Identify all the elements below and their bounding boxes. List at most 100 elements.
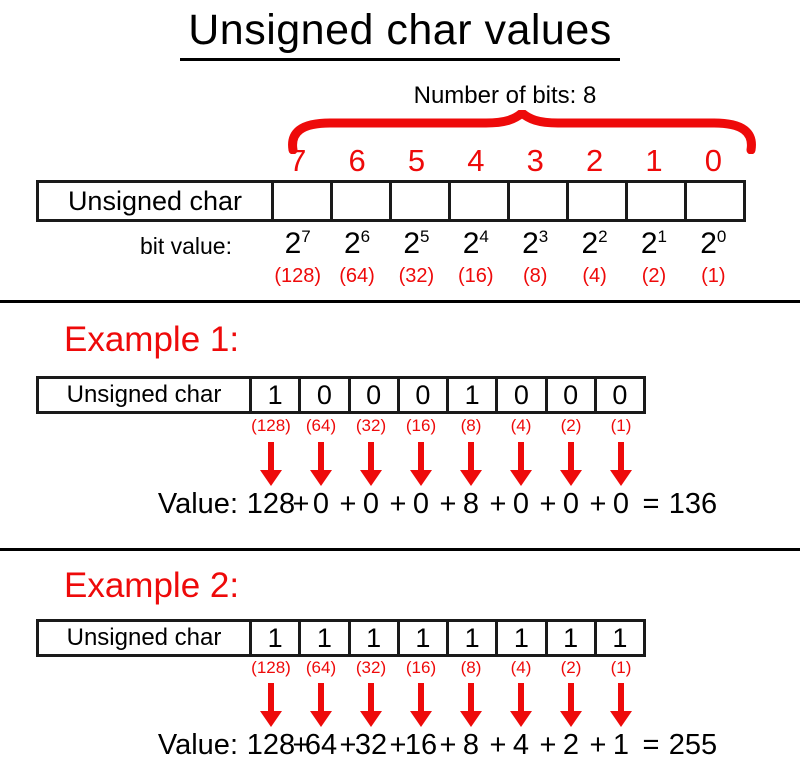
bit-cell: 1 xyxy=(298,622,347,654)
addend: 64 xyxy=(304,729,338,761)
down-arrow-icon xyxy=(510,442,532,486)
addend: 1 xyxy=(612,729,630,761)
value-label: Value: xyxy=(157,729,238,761)
bit-cell: 0 xyxy=(298,379,347,411)
bit-cell xyxy=(684,183,743,219)
bit-cell: 0 xyxy=(593,379,643,411)
plus-sign: + xyxy=(389,729,407,761)
cell-value: (32) xyxy=(355,416,387,435)
section-divider xyxy=(0,300,800,303)
example2-heading: Example 2: xyxy=(64,566,240,605)
down-arrow-icon xyxy=(360,683,382,727)
plus-sign: + xyxy=(489,488,507,520)
power-value: (64) xyxy=(339,265,375,287)
cell-value: (128) xyxy=(251,416,291,435)
bit-cell: 0 xyxy=(396,379,446,411)
power-of-two: 23 xyxy=(522,227,549,260)
down-arrow-icon xyxy=(260,683,282,727)
cell-value: (8) xyxy=(460,416,482,435)
power-value: (32) xyxy=(398,265,435,287)
plus-sign: + xyxy=(539,488,557,520)
bit-index: 2 xyxy=(585,143,604,178)
power-value: (8) xyxy=(522,265,548,287)
example2-arrows xyxy=(246,683,646,727)
cell-value: (32) xyxy=(355,658,387,677)
down-arrow-icon xyxy=(510,683,532,727)
cell-value: (64) xyxy=(305,658,337,677)
example1-heading: Example 1: xyxy=(64,320,240,359)
down-arrow-icon xyxy=(460,442,482,486)
addend: 4 xyxy=(512,729,530,761)
bit-cell xyxy=(625,183,684,219)
page-title: Unsigned char values xyxy=(180,6,620,61)
power-of-two: 22 xyxy=(581,227,608,260)
addend: 128 xyxy=(246,488,296,520)
cell-value: (64) xyxy=(305,416,337,435)
bit-cell: 1 xyxy=(396,622,446,654)
bit-index: 6 xyxy=(348,143,366,178)
bit-cell xyxy=(389,183,448,219)
cell-value: (8) xyxy=(460,658,482,677)
result-value: 136 xyxy=(668,488,718,520)
down-arrow-icon xyxy=(310,442,332,486)
example1-value-line: Value: 128 + 0 + 0 + 0 + 8 + 0 + 0 + 0 =… xyxy=(0,488,800,524)
result-value: 255 xyxy=(668,729,718,761)
power-of-two: 21 xyxy=(640,227,668,260)
addend: 0 xyxy=(362,488,380,520)
cell-value: (16) xyxy=(405,416,437,435)
bit-index: 5 xyxy=(407,143,426,178)
cell-value: (4) xyxy=(510,658,532,677)
bit-cell: 0 xyxy=(495,379,544,411)
example2-register: Unsigned char 1 1 1 1 1 1 1 1 xyxy=(36,619,646,657)
number-of-bits-label: Number of bits: 8 xyxy=(413,82,597,109)
bit-cell: 0 xyxy=(544,379,594,411)
bit-cell: 1 xyxy=(347,622,397,654)
powers-of-two-row: 27 26 25 24 23 22 21 20 xyxy=(268,227,743,261)
bit-cell xyxy=(507,183,566,219)
plus-sign: + xyxy=(439,729,457,761)
addend: 0 xyxy=(512,488,530,520)
plus-sign: + xyxy=(339,729,357,761)
power-value: (16) xyxy=(458,265,494,287)
bit-cell: 1 xyxy=(249,379,298,411)
bit-index: 4 xyxy=(467,143,485,178)
cell-value: (128) xyxy=(251,658,291,677)
bit-cell: 1 xyxy=(446,379,495,411)
down-arrow-icon xyxy=(610,442,632,486)
power-of-two: 27 xyxy=(284,227,311,260)
power-of-two: 26 xyxy=(343,227,371,260)
plus-sign: + xyxy=(292,729,310,761)
power-value: (2) xyxy=(641,265,667,287)
addend: 8 xyxy=(462,729,480,761)
down-arrow-icon xyxy=(560,683,582,727)
unsigned-char-register: Unsigned char xyxy=(36,180,746,222)
down-arrow-icon xyxy=(410,683,432,727)
curly-brace-icon xyxy=(288,110,756,154)
bit-cell xyxy=(448,183,507,219)
power-of-two: 20 xyxy=(700,227,727,260)
down-arrow-icon xyxy=(310,683,332,727)
power-values-row: (128) (64) (32) (16) (8) (4) (2) (1) xyxy=(268,265,743,288)
cell-value: (4) xyxy=(510,416,532,435)
bit-cell: 1 xyxy=(249,622,298,654)
bit-index: 0 xyxy=(704,143,722,178)
bit-index: 7 xyxy=(289,143,307,178)
example2-cell-values: (128) (64) (32) (16) (8) (4) (2) (1) xyxy=(246,658,646,678)
addend: 32 xyxy=(354,729,388,761)
section-divider xyxy=(0,548,800,551)
bit-cell: 1 xyxy=(446,622,495,654)
down-arrow-icon xyxy=(560,442,582,486)
plus-sign: + xyxy=(339,488,357,520)
plus-sign: + xyxy=(589,729,607,761)
addend: 8 xyxy=(462,488,480,520)
plus-sign: + xyxy=(539,729,557,761)
cell-value: (1) xyxy=(610,416,632,435)
plus-sign: + xyxy=(489,729,507,761)
down-arrow-icon xyxy=(260,442,282,486)
bit-index: 1 xyxy=(645,143,663,178)
bit-cell xyxy=(566,183,625,219)
register-label: Unsigned char xyxy=(66,624,222,651)
addend: 0 xyxy=(312,488,330,520)
example1-register: Unsigned char 1 0 0 0 1 0 0 0 xyxy=(36,376,646,414)
